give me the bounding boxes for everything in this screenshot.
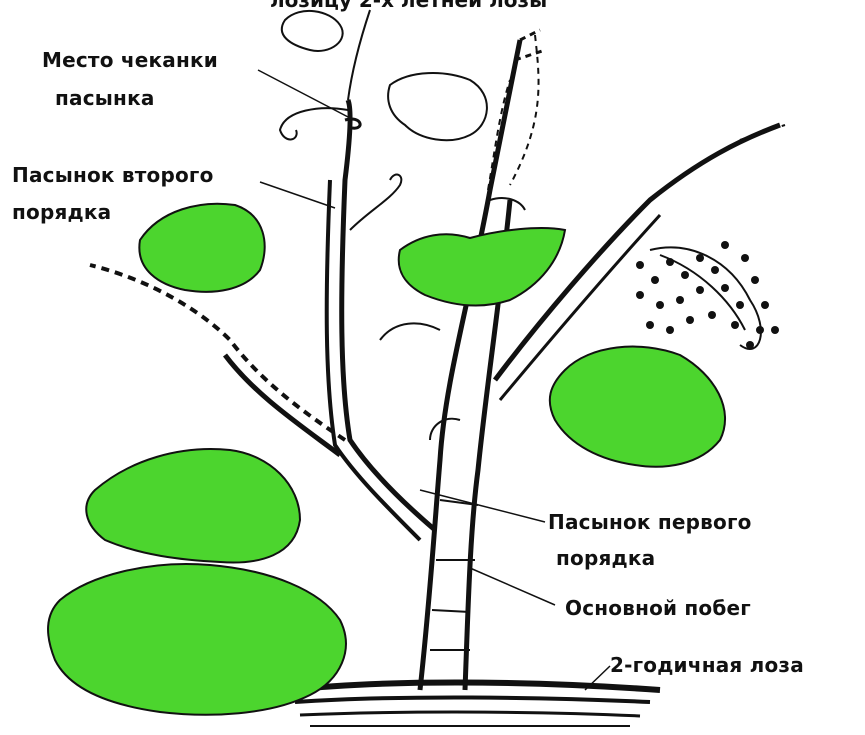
leaf-left-bottom bbox=[48, 564, 346, 715]
label-main-shoot: Основной побег bbox=[565, 598, 751, 618]
pointer-second-order bbox=[260, 182, 335, 208]
leaf-second-order bbox=[139, 204, 264, 292]
two-year-vine-cane bbox=[290, 683, 660, 727]
grape-cluster bbox=[636, 241, 779, 349]
leaf-top-left-outline bbox=[282, 11, 343, 51]
label-pinch-point-line2: пасынка bbox=[55, 88, 155, 108]
label-second-order-line1: Пасынок второго bbox=[12, 165, 214, 185]
label-second-order-line2: порядка bbox=[12, 202, 111, 222]
leaf-left-middle bbox=[86, 449, 300, 562]
pointer-main-shoot bbox=[470, 568, 555, 605]
leaf-top-right-outline bbox=[388, 73, 487, 140]
label-first-order-line1: Пасынок первого bbox=[548, 512, 752, 532]
leaf-center bbox=[399, 228, 565, 305]
label-first-order-line2: порядка bbox=[556, 548, 655, 568]
label-pinch-point-line1: Место чеканки bbox=[42, 50, 218, 70]
left-lateral-shoot bbox=[90, 265, 345, 455]
label-two-year-vine: 2-годичная лоза bbox=[610, 655, 804, 675]
leaf-right bbox=[550, 347, 725, 467]
